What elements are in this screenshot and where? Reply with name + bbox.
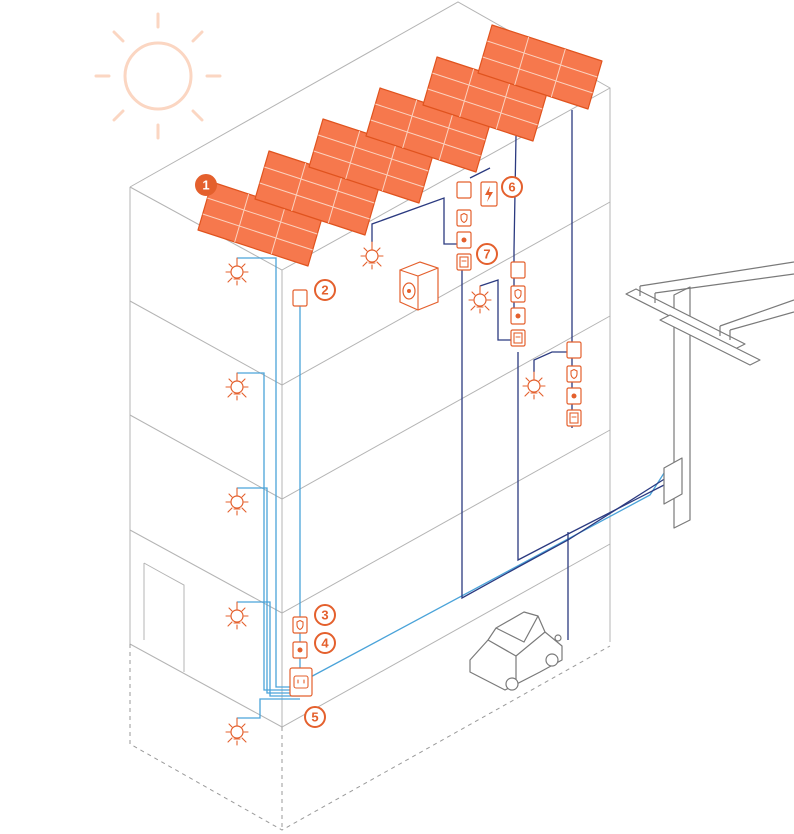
car-icon [469, 611, 563, 691]
svg-text:7: 7 [483, 247, 490, 262]
light-bulb-icon [225, 601, 249, 630]
roof-device [292, 289, 308, 307]
light-bulb-icon [225, 487, 249, 516]
meter-device [456, 231, 472, 249]
light-bulb-icon [225, 717, 249, 746]
apartment-meter [510, 329, 526, 347]
callout-4: 4 [314, 632, 336, 654]
light-bulb-icon [468, 285, 492, 314]
shield-icon [292, 616, 308, 634]
light-bulb-icon [360, 241, 384, 270]
solar-panels [197, 24, 603, 267]
utility-pole-icon [625, 261, 794, 529]
shield-icon [566, 365, 582, 383]
callout-7: 7 [476, 243, 498, 265]
lightning-icon [480, 181, 498, 207]
meter-device [566, 387, 582, 405]
washing-machine-icon [399, 261, 439, 311]
callout-2: 2 [314, 279, 336, 301]
svg-text:1: 1 [202, 178, 209, 193]
light-bulb-icon [225, 372, 249, 401]
apartment-meter [566, 409, 582, 427]
sun-icon [94, 12, 222, 140]
breaker-device [566, 341, 582, 359]
callout-6: 6 [501, 176, 523, 198]
shield-icon [456, 209, 472, 227]
meter-device [292, 641, 308, 659]
light-bulb-icon [522, 371, 546, 400]
shield-icon [510, 285, 526, 303]
svg-text:3: 3 [321, 608, 328, 623]
svg-text:5: 5 [311, 710, 318, 725]
socket-icon [289, 667, 313, 697]
inverter-box [456, 181, 472, 199]
callouts: 1 2 3 4 5 6 7 [195, 174, 523, 728]
svg-text:2: 2 [321, 283, 328, 298]
svg-text:4: 4 [321, 636, 329, 651]
svg-text:6: 6 [508, 180, 515, 195]
light-bulb-icon [225, 257, 249, 286]
electrical-devices [289, 181, 582, 697]
callout-5: 5 [304, 706, 326, 728]
breaker-device [510, 261, 526, 279]
callout-3: 3 [314, 604, 336, 626]
meter-device [510, 307, 526, 325]
callout-1: 1 [195, 174, 217, 196]
apartment-meter [456, 253, 472, 271]
